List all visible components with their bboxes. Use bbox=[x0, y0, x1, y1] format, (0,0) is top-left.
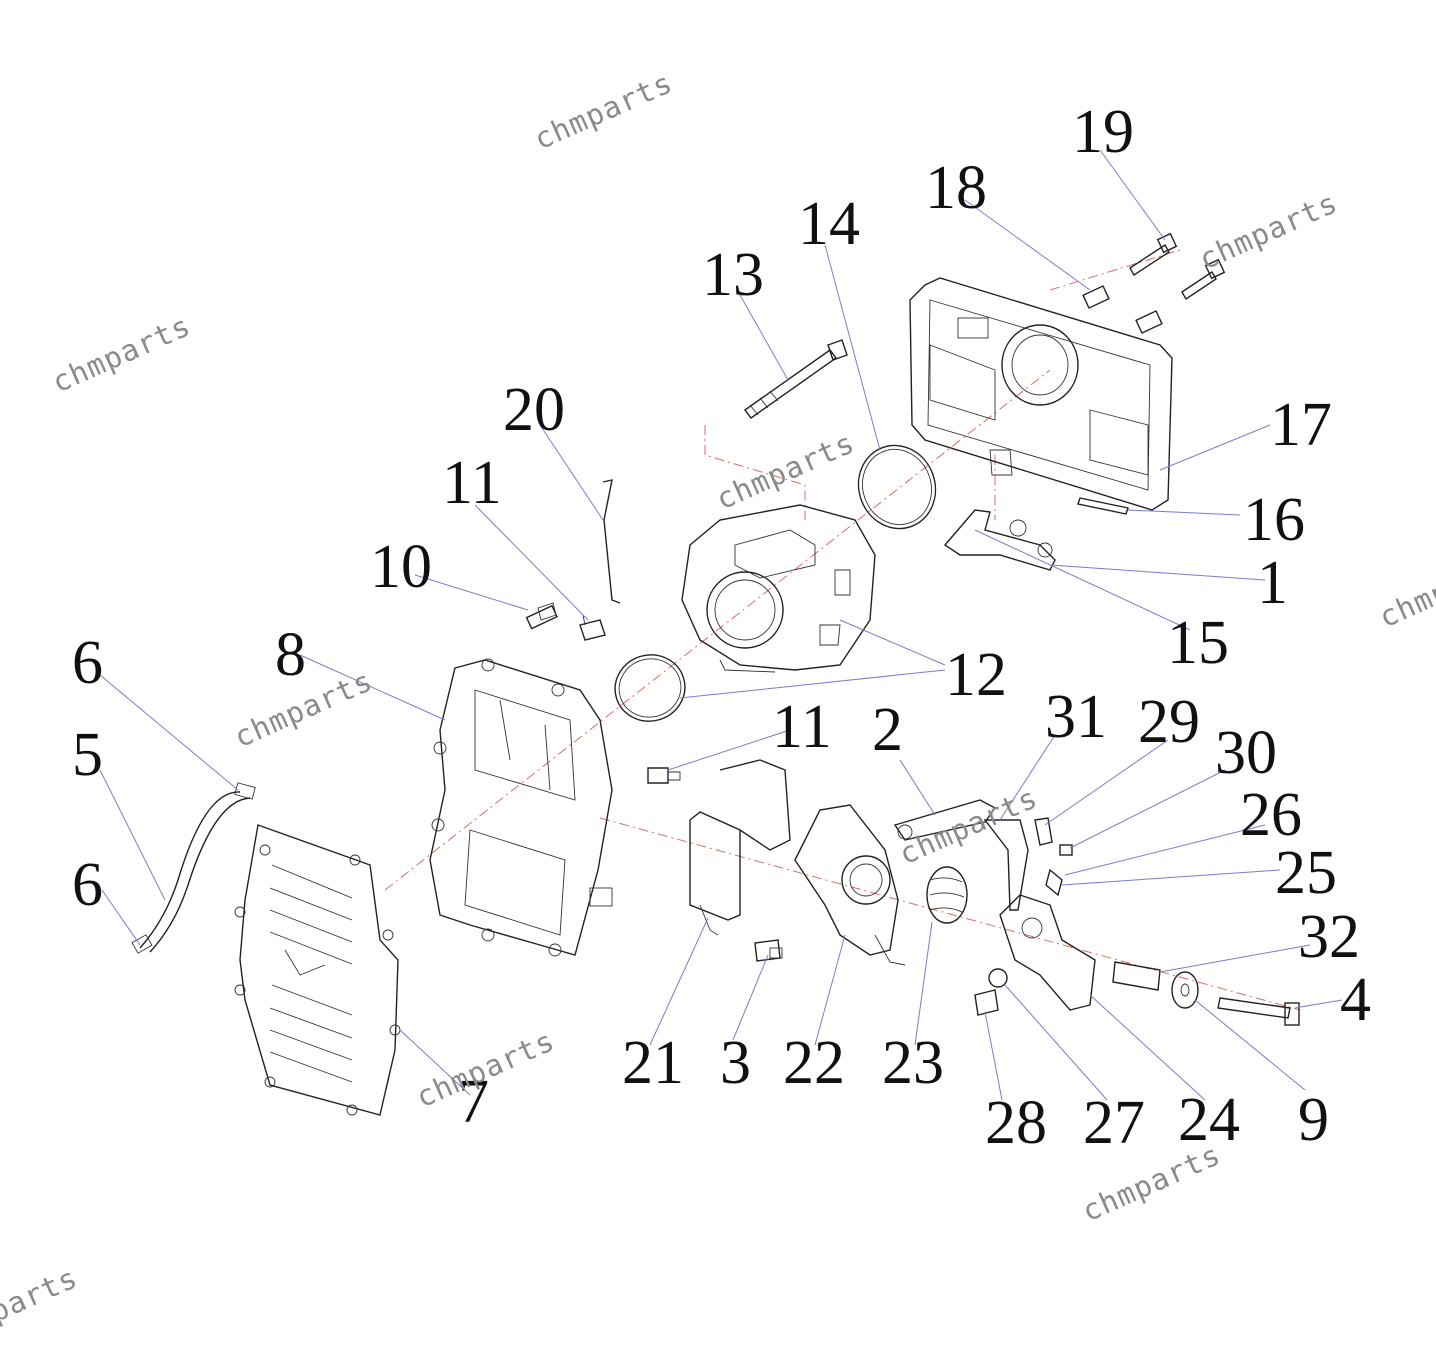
spring-25 bbox=[1045, 868, 1063, 897]
callout-21: 21 bbox=[622, 1029, 684, 1097]
screws-19 bbox=[1129, 232, 1226, 300]
o-ring-12-lower bbox=[614, 654, 686, 722]
watermark-text: chmparts bbox=[711, 425, 860, 516]
bracket-21 bbox=[689, 759, 791, 936]
callout-20: 20 bbox=[503, 376, 565, 444]
washer-9 bbox=[1171, 971, 1199, 1009]
callout-1: 1 bbox=[1257, 549, 1288, 617]
callout-19: 19 bbox=[1072, 98, 1134, 166]
callout-6-upper: 6 bbox=[72, 629, 103, 697]
callout-22: 22 bbox=[783, 1029, 845, 1097]
linkage-lever bbox=[943, 509, 1056, 571]
callout-15: 15 bbox=[1167, 609, 1229, 677]
assembly-axes bbox=[384, 249, 1301, 1011]
callout-16: 16 bbox=[1243, 486, 1305, 554]
spacers-18 bbox=[1082, 285, 1163, 334]
watermark-text: chmparts bbox=[0, 1260, 83, 1351]
carburetor bbox=[681, 504, 876, 673]
callout-29: 29 bbox=[1138, 688, 1200, 756]
bolt-4 bbox=[1217, 997, 1300, 1026]
callout-10: 10 bbox=[370, 533, 432, 601]
callout-32: 32 bbox=[1298, 903, 1360, 971]
throttle-cam-housing bbox=[794, 804, 906, 966]
lever-2 bbox=[893, 799, 997, 841]
callout-numbers: 1 2 3 4 5 6 6 7 8 9 10 11 11 12 12 13 14… bbox=[72, 98, 1371, 1157]
callout-5: 5 bbox=[72, 721, 103, 789]
watermark-text: chmparts bbox=[47, 308, 196, 399]
o-ring-14 bbox=[857, 444, 937, 530]
watermark-text: chmparts bbox=[1374, 543, 1436, 634]
callout-25: 25 bbox=[1275, 839, 1337, 907]
callout-6-lower: 6 bbox=[72, 851, 103, 919]
callout-30: 30 bbox=[1215, 719, 1277, 787]
arm-31 bbox=[983, 819, 1029, 911]
air-silencer-cover bbox=[909, 277, 1173, 511]
spring-23 bbox=[926, 866, 968, 924]
nut-27 bbox=[988, 968, 1008, 988]
callout-9: 9 bbox=[1298, 1086, 1329, 1154]
long-bolt-13 bbox=[744, 339, 848, 419]
collar-32 bbox=[1112, 961, 1161, 991]
callout-11-lower: 11 bbox=[772, 693, 832, 761]
link-rod bbox=[602, 479, 621, 604]
callout-27: 27 bbox=[1083, 1089, 1145, 1157]
callout-3: 3 bbox=[720, 1029, 751, 1097]
callout-2: 2 bbox=[872, 696, 903, 764]
collar-28 bbox=[974, 989, 999, 1016]
intake-manifold bbox=[429, 658, 613, 957]
callout-12-upper: 12 bbox=[945, 641, 1007, 709]
callout-7: 7 bbox=[458, 1068, 489, 1136]
screw-3 bbox=[754, 939, 783, 962]
callout-13: 13 bbox=[702, 241, 764, 309]
callout-8: 8 bbox=[275, 621, 306, 689]
fitting-11-upper bbox=[579, 614, 606, 641]
watermark-text: chmparts bbox=[1194, 185, 1343, 276]
callout-26: 26 bbox=[1240, 781, 1302, 849]
hose bbox=[131, 782, 256, 954]
reed-valve-plate bbox=[234, 824, 401, 1116]
fitting-11-lower bbox=[647, 767, 681, 784]
watermark-text: chmparts bbox=[894, 780, 1043, 871]
callout-24: 24 bbox=[1178, 1086, 1240, 1154]
callout-11-upper: 11 bbox=[442, 449, 502, 517]
pin-16 bbox=[1077, 497, 1129, 515]
callout-28: 28 bbox=[985, 1089, 1047, 1157]
callout-17: 17 bbox=[1270, 391, 1332, 459]
nut-30 bbox=[1059, 844, 1073, 856]
bolt-10 bbox=[525, 602, 558, 630]
leader-lines bbox=[99, 149, 1343, 1101]
throttle-arm bbox=[999, 894, 1096, 1011]
watermark-text: chmparts bbox=[529, 65, 678, 156]
callout-14: 14 bbox=[798, 190, 860, 258]
callout-31: 31 bbox=[1045, 683, 1107, 751]
callout-23: 23 bbox=[882, 1029, 944, 1097]
clip-29 bbox=[1034, 817, 1053, 846]
callout-18: 18 bbox=[925, 154, 987, 222]
callout-4: 4 bbox=[1340, 966, 1371, 1034]
